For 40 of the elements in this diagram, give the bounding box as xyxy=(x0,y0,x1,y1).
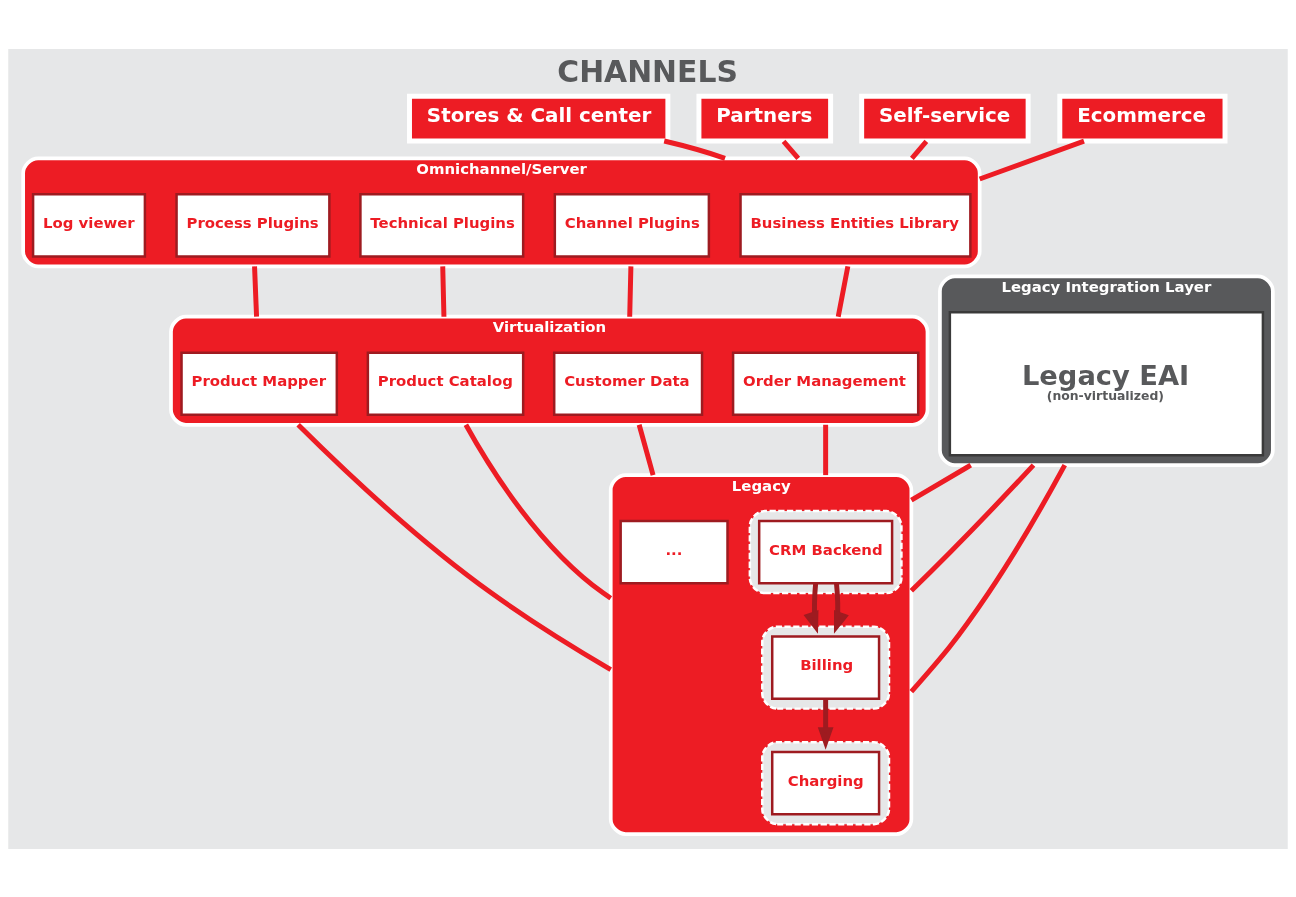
node-box: Billing xyxy=(771,634,881,700)
connector xyxy=(835,265,851,317)
connector xyxy=(440,265,447,317)
arrow xyxy=(817,698,834,750)
node-box: Log viewer xyxy=(31,192,147,258)
connector xyxy=(463,423,613,600)
node-box: Product Catalog xyxy=(366,351,525,416)
node-box: Channel Plugins xyxy=(553,192,711,258)
connector xyxy=(296,422,612,672)
connector xyxy=(909,463,1067,693)
node-box: Order Management xyxy=(731,351,920,416)
connector xyxy=(663,138,726,161)
diagram-title: CHANNELS xyxy=(557,53,738,89)
arrow xyxy=(833,582,849,634)
node-box: CRM Backend xyxy=(757,519,894,584)
node-box: Self-service xyxy=(859,93,1031,143)
connector xyxy=(627,265,634,317)
connector xyxy=(910,462,972,502)
cluster xyxy=(761,740,891,825)
node-box: Legacy EAI (non-virtualized) xyxy=(948,310,1265,456)
node-box: Technical Plugins xyxy=(359,192,525,258)
connector xyxy=(823,424,829,475)
node-box: Business Entities Library xyxy=(739,192,972,258)
connector xyxy=(910,139,929,160)
node-box: Ecommerce xyxy=(1057,93,1228,143)
connector xyxy=(781,139,801,160)
node-box: Customer Data xyxy=(552,351,704,416)
node-box: Charging xyxy=(771,750,881,815)
connector xyxy=(909,462,1036,592)
connector xyxy=(636,423,656,476)
node-box: Process Plugins xyxy=(175,192,331,258)
node-box: Product Mapper xyxy=(180,351,339,416)
node-box: ... xyxy=(619,519,729,584)
cluster xyxy=(761,624,891,710)
node-box: Partners xyxy=(696,93,834,143)
cluster xyxy=(748,509,903,594)
connector xyxy=(252,265,260,317)
connector xyxy=(978,138,1085,181)
node-box: Stores & Call center xyxy=(407,93,671,143)
arrow xyxy=(803,582,819,634)
